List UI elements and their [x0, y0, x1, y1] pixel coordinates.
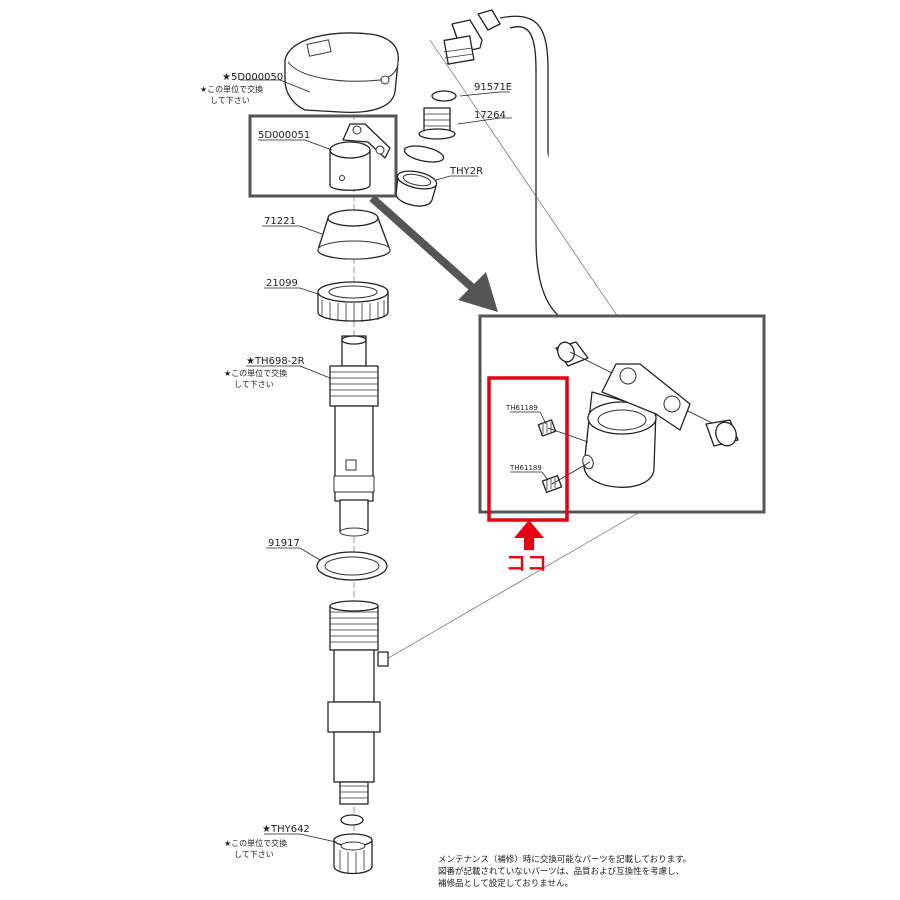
nut-21099-part: [317, 281, 389, 322]
detail-holder-part: [555, 341, 739, 488]
label-91571E: 91571E: [474, 82, 512, 93]
label-THY2R: THY2R: [449, 166, 483, 177]
label-TH61189-upper: TH61189: [505, 404, 538, 412]
label-91917: 91917: [268, 538, 300, 549]
part-5D000051-frame: [248, 114, 398, 198]
unit-note-1b: して下さい: [210, 96, 250, 105]
lever-holder-part: [329, 123, 391, 191]
label-THY642: ★THY642: [262, 824, 310, 835]
valve-body-part: [327, 600, 389, 805]
cartridge-TH698-2R-part: [329, 335, 379, 537]
footnote-line-2: 図番が記載されていないパーツは、品質および互換性を考慮し、: [438, 866, 684, 877]
callout-arrow: [514, 520, 544, 550]
guide-line-top: [429, 39, 621, 321]
unit-note-2b: して下さい: [234, 380, 274, 389]
highlight-box: [487, 376, 569, 522]
flexible-hose: [499, 15, 601, 331]
label-17264: 17264: [474, 110, 506, 121]
footnote-line-3: 補修品として設定しておりません。: [438, 878, 573, 889]
label-21099: 21099: [266, 278, 298, 289]
label-TH61189-lower: TH61189: [509, 464, 542, 472]
label-5D000051: 5D000051: [258, 130, 310, 141]
unit-note-3a: ★この単位で交換: [224, 838, 287, 848]
cover-71221-part: [317, 209, 391, 260]
label-5D000050: ★5D000050: [222, 72, 283, 83]
hose-fitting-part: [443, 9, 501, 65]
footnote-line-1: メンテナンス（補修）時に交換可能なパーツを記載しております。: [438, 854, 691, 865]
oring-91571E-part: [431, 90, 457, 102]
set-screw-upper: [537, 419, 557, 437]
unit-note-1a: ★この単位で交換: [200, 84, 263, 94]
label-TH698-2R: ★TH698-2R: [246, 356, 305, 367]
unit-note-2a: ★この単位で交換: [224, 368, 287, 378]
adapter-17264-part: [418, 107, 456, 140]
nut-THY642-part: [333, 814, 373, 875]
guide-line-bottom: [384, 511, 641, 661]
lever-cap-part: [284, 32, 399, 114]
unit-note-3b: して下さい: [234, 850, 274, 859]
callout-text: ココ: [506, 551, 548, 575]
oring-91917-part: [316, 551, 388, 581]
packing-THY2R-part: [395, 145, 445, 207]
label-71221: 71221: [264, 216, 296, 227]
detail-arrow: [369, 195, 498, 312]
